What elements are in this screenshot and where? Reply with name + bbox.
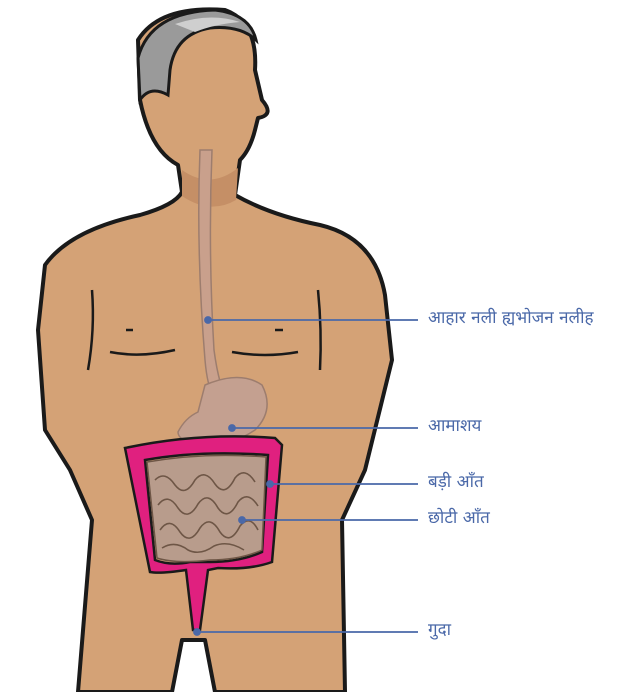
esophagus-label: आहार नली ह्यभोजन नलीह bbox=[428, 310, 594, 327]
human-figure bbox=[38, 9, 392, 692]
large-intestine-label: बड़ी आँत bbox=[428, 474, 484, 491]
large-intestine-dot bbox=[267, 481, 273, 487]
stomach-label: आमाशय bbox=[428, 418, 481, 435]
anus-dot bbox=[194, 629, 200, 635]
small-intestine-label: छोटी आँत bbox=[428, 510, 490, 527]
stomach-dot bbox=[229, 425, 235, 431]
small-intestine-dot bbox=[239, 517, 245, 523]
anus-label: गुदा bbox=[428, 622, 451, 639]
esophagus-dot bbox=[205, 317, 211, 323]
